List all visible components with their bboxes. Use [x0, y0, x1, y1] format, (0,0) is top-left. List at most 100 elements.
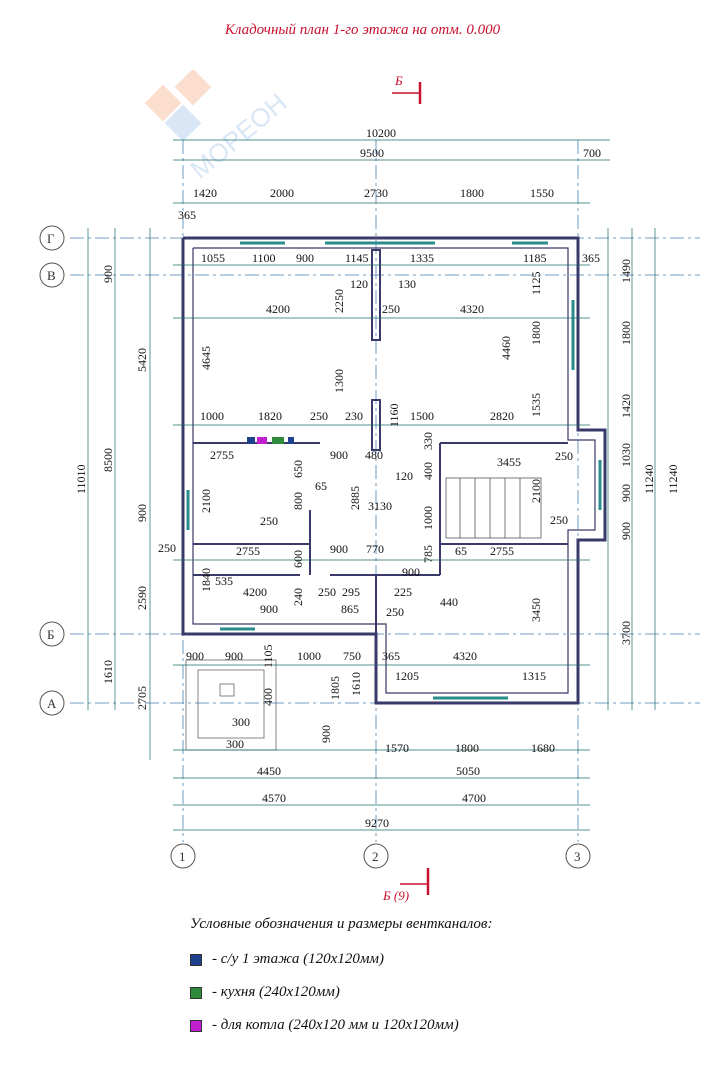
svg-text:785: 785 [421, 545, 435, 563]
svg-text:2705: 2705 [135, 686, 149, 710]
section-mark-bottom: Б (9) [382, 868, 430, 903]
svg-text:300: 300 [226, 737, 244, 751]
svg-text:3: 3 [574, 849, 581, 864]
axis-bubble-row-v: В [39, 262, 65, 288]
svg-text:700: 700 [583, 146, 601, 160]
svg-text:120: 120 [350, 277, 368, 291]
svg-text:330: 330 [421, 432, 435, 450]
svg-text:250: 250 [310, 409, 328, 423]
svg-text:295: 295 [342, 585, 360, 599]
svg-text:1: 1 [179, 849, 186, 864]
svg-text:400: 400 [421, 462, 435, 480]
svg-text:1800: 1800 [455, 741, 479, 755]
svg-text:250: 250 [555, 449, 573, 463]
axis-grid [70, 140, 700, 842]
svg-text:865: 865 [341, 602, 359, 616]
svg-text:1680: 1680 [531, 741, 555, 755]
axis-bubble-col-3: 3 [565, 843, 591, 869]
svg-text:2250: 2250 [332, 289, 346, 313]
svg-text:Б: Б [394, 73, 403, 88]
axis-bubble-row-g: Г [39, 225, 65, 251]
svg-text:2820: 2820 [490, 409, 514, 423]
svg-text:365: 365 [582, 251, 600, 265]
svg-text:365: 365 [178, 208, 196, 222]
svg-text:1550: 1550 [530, 186, 554, 200]
svg-text:1055: 1055 [201, 251, 225, 265]
svg-text:4645: 4645 [199, 346, 213, 370]
svg-text:2755: 2755 [210, 448, 234, 462]
legend-item-bathroom: - с/у 1 этажа (120х120мм) [190, 943, 492, 976]
svg-text:4450: 4450 [257, 764, 281, 778]
svg-text:250: 250 [158, 541, 176, 555]
svg-text:900: 900 [260, 602, 278, 616]
svg-text:1160: 1160 [387, 403, 401, 427]
svg-text:1420: 1420 [619, 394, 633, 418]
svg-text:2100: 2100 [199, 489, 213, 513]
svg-text:1840: 1840 [199, 568, 213, 592]
svg-text:3700: 3700 [619, 621, 633, 645]
axis-bubble-col-2: 2 [363, 843, 389, 869]
svg-text:1300: 1300 [332, 369, 346, 393]
svg-text:1420: 1420 [193, 186, 217, 200]
svg-text:3455: 3455 [497, 455, 521, 469]
svg-text:900: 900 [135, 504, 149, 522]
plan-title: Кладочный план 1-го этажа на отм. 0.000 [224, 22, 501, 38]
legend-label: - для котла (240х120 мм и 120х120мм) [212, 1017, 459, 1033]
svg-text:900: 900 [296, 251, 314, 265]
svg-text:1535: 1535 [529, 393, 543, 417]
staircase [445, 477, 542, 539]
svg-text:900: 900 [619, 522, 633, 540]
svg-text:535: 535 [215, 574, 233, 588]
axis-bubble-row-b: Б [39, 621, 65, 647]
svg-text:65: 65 [315, 479, 327, 493]
legend-heading: Условные обозначения и размеры вентканал… [190, 916, 493, 932]
svg-text:4460: 4460 [499, 336, 513, 360]
svg-text:1335: 1335 [410, 251, 434, 265]
svg-text:480: 480 [365, 448, 383, 462]
svg-text:3450: 3450 [529, 598, 543, 622]
section-mark-top: Б [392, 73, 422, 104]
svg-text:9270: 9270 [365, 816, 389, 830]
exterior-walls [181, 236, 607, 705]
svg-text:365: 365 [382, 649, 400, 663]
svg-text:900: 900 [619, 484, 633, 502]
svg-text:8500: 8500 [101, 448, 115, 472]
svg-text:4320: 4320 [453, 649, 477, 663]
svg-text:1000: 1000 [200, 409, 224, 423]
svg-text:2755: 2755 [490, 544, 514, 558]
svg-text:250: 250 [382, 302, 400, 316]
vent-channels [247, 437, 294, 444]
swatch-green-icon [190, 986, 202, 999]
svg-text:2000: 2000 [270, 186, 294, 200]
svg-text:130: 130 [398, 277, 416, 291]
svg-text:440: 440 [440, 595, 458, 609]
swatch-magenta-icon [190, 1019, 202, 1032]
svg-text:Б (9): Б (9) [382, 888, 409, 903]
svg-text:900: 900 [330, 448, 348, 462]
swatch-blue-icon [190, 953, 202, 966]
legend-item-boiler: - для котла (240х120 мм и 120х120мм) [190, 1009, 492, 1042]
interior-walls [193, 249, 568, 634]
svg-text:1490: 1490 [619, 259, 633, 283]
svg-text:2590: 2590 [135, 586, 149, 610]
axis-bubble-row-a: А [39, 690, 65, 716]
svg-text:1610: 1610 [101, 660, 115, 684]
svg-text:4320: 4320 [460, 302, 484, 316]
svg-text:1800: 1800 [529, 321, 543, 345]
vent-legend: Условные обозначения и размеры вентканал… [190, 916, 492, 1042]
svg-text:1805: 1805 [328, 676, 342, 700]
svg-text:250: 250 [386, 605, 404, 619]
svg-text:1315: 1315 [522, 669, 546, 683]
svg-text:1105: 1105 [261, 644, 275, 668]
svg-text:1205: 1205 [395, 669, 419, 683]
svg-text:1500: 1500 [410, 409, 434, 423]
svg-text:4700: 4700 [462, 791, 486, 805]
svg-text:900: 900 [330, 542, 348, 556]
svg-text:4200: 4200 [266, 302, 290, 316]
svg-text:1100: 1100 [252, 251, 276, 265]
svg-text:4200: 4200 [243, 585, 267, 599]
svg-text:5050: 5050 [456, 764, 480, 778]
svg-text:900: 900 [101, 265, 115, 283]
svg-text:900: 900 [225, 649, 243, 663]
